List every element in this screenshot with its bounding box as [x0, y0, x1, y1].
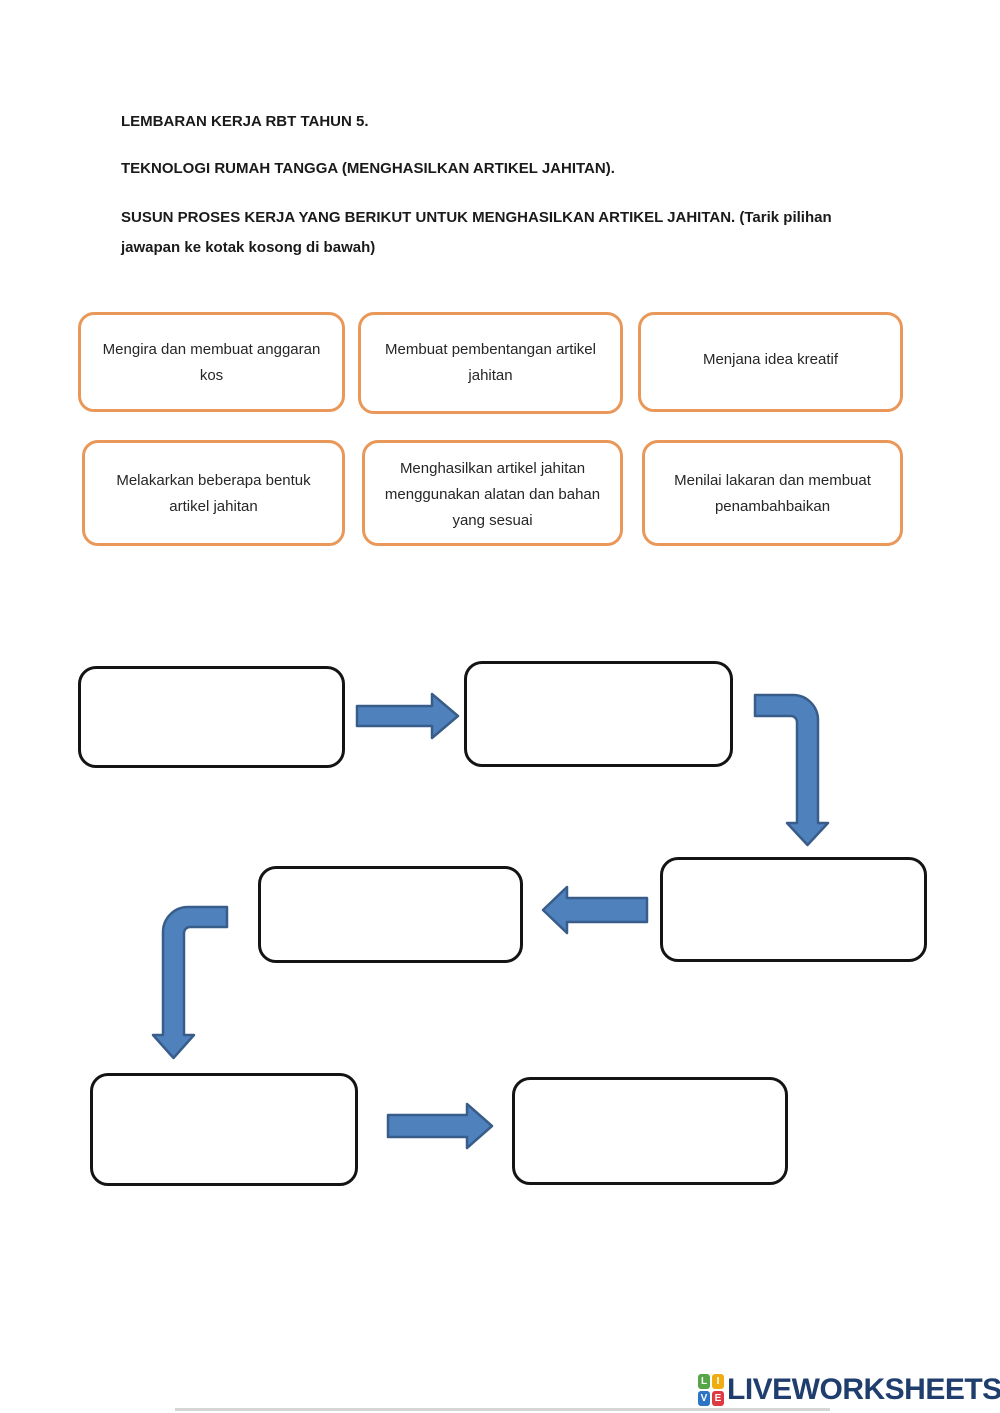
liveworksheets-logo-icon: L I V E: [698, 1374, 724, 1406]
right-arrow-icon: [355, 692, 460, 740]
flow-drop-box-6[interactable]: [512, 1077, 788, 1185]
logo-letter-l: L: [698, 1374, 710, 1389]
logo-letter-e: E: [712, 1391, 724, 1406]
right-arrow-icon: [386, 1102, 494, 1150]
elbow-down-arrow-icon: [753, 693, 830, 847]
logo-letter-i: I: [712, 1374, 724, 1389]
answer-option-5[interactable]: Menghasilkan artikel jahitan menggunakan…: [362, 440, 623, 546]
flow-drop-box-5[interactable]: [90, 1073, 358, 1186]
logo-letter-v: V: [698, 1391, 710, 1406]
answer-option-2[interactable]: Membuat pembentangan artikel jahitan: [358, 312, 623, 414]
liveworksheets-brand: L I V E LIVEWORKSHEETS: [698, 1373, 1000, 1407]
worksheet-instructions: SUSUN PROSES KERJA YANG BERIKUT UNTUK ME…: [121, 209, 832, 256]
flow-drop-box-4[interactable]: [258, 866, 523, 963]
answer-option-6[interactable]: Menilai lakaran dan membuat penambahbaik…: [642, 440, 903, 546]
worksheet-title: LEMBARAN KERJA RBT TAHUN 5.: [121, 113, 369, 130]
flow-drop-box-2[interactable]: [464, 661, 733, 767]
flow-drop-box-3[interactable]: [660, 857, 927, 962]
flow-drop-box-1[interactable]: [78, 666, 345, 768]
brand-wordmark: LIVEWORKSHEETS: [727, 1373, 1000, 1406]
cropped-content-artifact: [175, 1408, 830, 1411]
answer-option-4[interactable]: Melakarkan beberapa bentuk artikel jahit…: [82, 440, 345, 546]
left-arrow-icon: [541, 885, 649, 935]
elbow-down-arrow-icon: [151, 905, 229, 1060]
answer-option-1[interactable]: Mengira dan membuat anggaran kos: [78, 312, 345, 412]
worksheet-subtitle: TEKNOLOGI RUMAH TANGGA (MENGHASILKAN ART…: [121, 160, 615, 177]
answer-option-3[interactable]: Menjana idea kreatif: [638, 312, 903, 412]
